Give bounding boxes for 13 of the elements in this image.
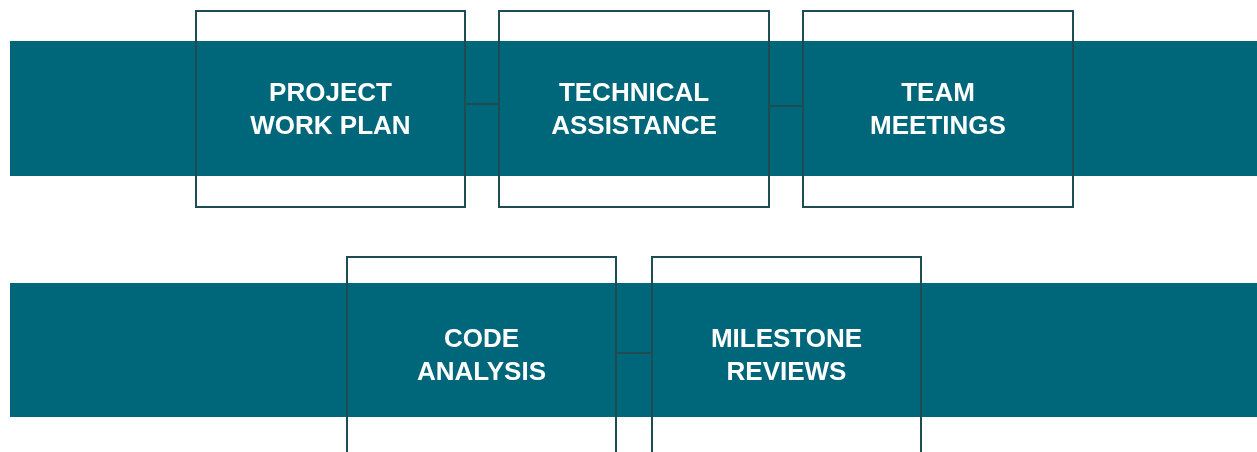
connector-line <box>769 105 803 107</box>
outlined-box <box>498 10 770 208</box>
box-label: TECHNICAL ASSISTANCE <box>550 76 718 142</box>
connector-line <box>465 103 499 105</box>
connector-line <box>616 352 652 354</box>
box-label: TEAM MEETINGS <box>869 76 1007 142</box>
outlined-box <box>195 10 466 208</box>
box-label: PROJECT WORK PLAN <box>249 76 412 142</box>
outlined-box <box>802 10 1074 208</box>
box-label: MILESTONE REVIEWS <box>709 322 864 388</box>
box-label: CODE ANALYSIS <box>415 322 548 388</box>
outlined-box <box>346 256 617 452</box>
outlined-box <box>651 256 922 452</box>
